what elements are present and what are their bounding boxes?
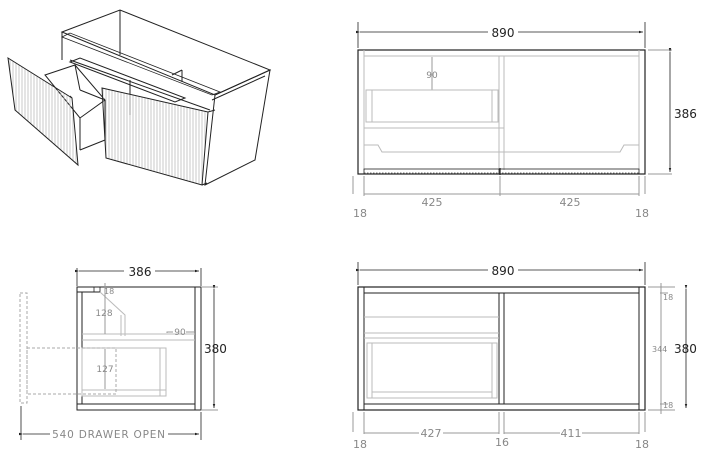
- side-view: 386 18 128 90 127 380 540: [19, 265, 227, 441]
- drawer-front-fluted: [7, 57, 79, 167]
- dim-left-side: 18: [353, 438, 367, 451]
- dim-left-panel: 18: [353, 207, 367, 220]
- dim-drawer-offset: 90: [174, 328, 186, 338]
- dim-carcass-height: 380: [674, 342, 697, 356]
- dim-left-door: 425: [422, 196, 443, 209]
- dim-carcass-width: 890: [492, 264, 515, 278]
- dim-top-rail: 18: [104, 287, 114, 296]
- dim-right-door: 425: [560, 196, 581, 209]
- dim-right-bay: 411: [561, 427, 582, 440]
- dim-front-width: 890: [492, 26, 515, 40]
- dim-right-panel: 18: [635, 207, 649, 220]
- front-no-doors-view: 890 18 344 18 380: [352, 262, 697, 451]
- isometric-view: [7, 9, 272, 186]
- dim-front-height: 386: [674, 107, 697, 121]
- dim-side-height: 380: [204, 342, 227, 356]
- door-fluted: [101, 87, 209, 186]
- dim-side-depth: 386: [129, 265, 152, 279]
- dim-top-panel: 18: [663, 293, 673, 302]
- dim-drawer-height: 127: [96, 365, 113, 375]
- dim-drawer-open: 540 DRAWER OPEN: [52, 429, 166, 441]
- dim-inner-height: 344: [652, 345, 667, 354]
- dim-right-side: 18: [635, 438, 649, 451]
- dim-left-bay: 427: [421, 427, 442, 440]
- front-view: 890 90 386 425 425 18 18: [352, 22, 697, 220]
- dim-upper-gap: 128: [95, 309, 112, 319]
- dim-bottom-panel: 18: [663, 401, 673, 410]
- dim-drawer-gap: 90: [426, 71, 438, 81]
- dim-divider: 16: [495, 436, 509, 449]
